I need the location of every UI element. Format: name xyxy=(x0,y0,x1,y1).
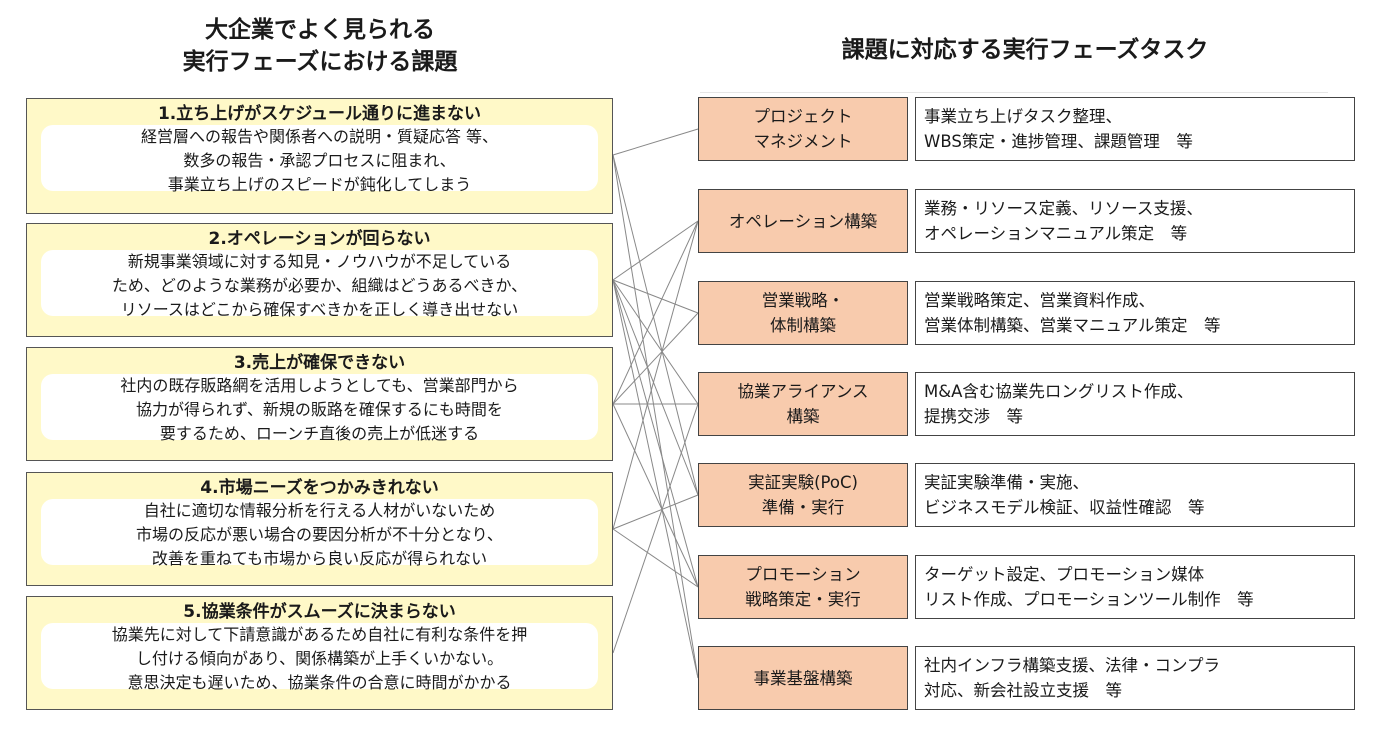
connector-line-3-6 xyxy=(612,403,699,588)
task-description-2: 業務・リソース定義、リソース支援、 オペレーションマニュアル策定 等 xyxy=(915,189,1355,253)
task-label: プロモーション xyxy=(745,565,861,584)
desc-line: 対応、新会社設立支援 等 xyxy=(924,681,1122,700)
task-label: オペレーション構築 xyxy=(728,211,878,231)
issue-box-1: 1.立ち上げがスケジュール通りに進まない 経営層への報告や関係者への説明・質疑応… xyxy=(26,98,613,214)
desc-line: 事業立ち上げタスク整理、 xyxy=(924,107,1122,126)
issue-line: 社内の既存販路網を活用しようとしても、営業部門から xyxy=(120,376,519,395)
issue-title: 3.売上が確保できない xyxy=(233,353,406,373)
task-label: 協業アライアンス xyxy=(737,382,869,401)
desc-line: WBS策定・進捗管理、課題管理 等 xyxy=(924,132,1193,151)
connector-line-4-5 xyxy=(612,494,699,530)
desc-line: 社内インフラ構築支援、法律・コンプラ xyxy=(924,656,1221,675)
desc-line: 提携交渉 等 xyxy=(924,407,1023,426)
task-label: マネジメント xyxy=(753,132,853,151)
issue-line: 事業立ち上げのスピードが鈍化してしまう xyxy=(167,175,472,194)
issue-title: 2.オペレーションが回らない xyxy=(208,229,431,249)
task-project-management: プロジェクト マネジメント xyxy=(698,97,908,161)
connector-line-2-6 xyxy=(612,279,699,588)
connector-line-1-7 xyxy=(612,154,699,679)
task-poc: 実証実験(PoC) 準備・実行 xyxy=(698,463,908,527)
task-description-6: ターゲット設定、プロモーション媒体 リスト作成、プロモーションツール制作 等 xyxy=(915,555,1355,619)
task-label: プロジェクト xyxy=(753,107,853,126)
issue-box-5: 5.協業条件がスムーズに決まらない 協業先に対して下請意識があるため自社に有利な… xyxy=(26,596,613,710)
connector-line-3-3 xyxy=(612,312,699,405)
issue-line: 協力が得られず、新規の販路を確保するにも時間を xyxy=(136,400,503,419)
issue-title: 4.市場ニーズをつかみきれない xyxy=(200,478,439,498)
desc-line: 営業戦略策定、営業資料作成、 xyxy=(924,291,1155,310)
issue-box-3: 3.売上が確保できない 社内の既存販路網を活用しようとしても、営業部門から 協力… xyxy=(26,347,613,461)
task-label: 実証実験(PoC) xyxy=(748,473,858,492)
task-description-5: 実証実験準備・実施、 ビジネスモデル検証、収益性確認 等 xyxy=(915,463,1355,527)
connector-line-1-5 xyxy=(612,154,699,496)
task-label: 体制構築 xyxy=(770,316,836,335)
issue-description: 新規事業領域に対する知見・ノウハウが不足している ため、どのような業務が必要か、… xyxy=(41,250,598,319)
left-heading-line-1: 大企業でよく見られる xyxy=(205,17,435,43)
issue-line: 自社に適切な情報分析を行える人材がいないため xyxy=(143,501,496,520)
desc-line: 業務・リソース定義、リソース支援、 xyxy=(924,199,1203,218)
issue-line: 新規事業領域に対する知見・ノウハウが不足している xyxy=(127,252,512,271)
issue-title: 1.立ち上げがスケジュール通りに進まない xyxy=(157,104,482,124)
heading-divider xyxy=(700,92,1328,93)
connector-line-2-5 xyxy=(612,279,699,496)
task-description-7: 社内インフラ構築支援、法律・コンプラ 対応、新会社設立支援 等 xyxy=(915,646,1355,710)
desc-line: リスト作成、プロモーションツール制作 等 xyxy=(924,590,1254,609)
desc-line: M&A含む協業先ロングリスト作成、 xyxy=(924,382,1194,401)
task-label: 構築 xyxy=(786,407,820,426)
issue-description: 協業先に対して下請意識があるため自社に有利な条件を押 し付ける傾向があり、関係構… xyxy=(41,623,598,692)
desc-line: ビジネスモデル検証、収益性確認 等 xyxy=(924,498,1205,517)
task-description-3: 営業戦略策定、営業資料作成、 営業体制構築、営業マニュアル策定 等 xyxy=(915,281,1355,345)
connector-line-2-4 xyxy=(612,279,699,405)
desc-line: ターゲット設定、プロモーション媒体 xyxy=(924,565,1205,584)
task-label: 営業戦略・ xyxy=(761,291,845,310)
task-alliance-building: 協業アライアンス 構築 xyxy=(698,372,908,436)
task-label: 事業基盤構築 xyxy=(753,668,853,688)
connector-line-4-2 xyxy=(612,220,699,530)
connector-line-2-2 xyxy=(612,220,699,281)
issue-line: 数多の報告・承認プロセスに阻まれ、 xyxy=(183,151,456,170)
issue-line: リソースはどこから確保すべきかを正しく導き出せない xyxy=(120,300,519,319)
desc-line: オペレーションマニュアル策定 等 xyxy=(924,224,1188,243)
task-label: 戦略策定・実行 xyxy=(745,590,861,609)
task-description-1: 事業立ち上げタスク整理、 WBS策定・進捗管理、課題管理 等 xyxy=(915,97,1355,161)
right-heading: 課題に対応する実行フェーズタスク xyxy=(841,37,1209,63)
issue-line: 市場の反応が悪い場合の要因分析が不十分となり、 xyxy=(136,525,503,544)
connector-line-4-6 xyxy=(612,528,699,588)
issue-line: ため、どのような業務が必要か、組織はどうあるべきか、 xyxy=(111,276,528,295)
connector-line-1-1 xyxy=(612,128,699,156)
issue-line: 協業先に対して下請意識があるため自社に有利な条件を押 xyxy=(111,625,528,644)
left-heading-line-2: 実行フェーズにおける課題 xyxy=(182,49,458,75)
desc-line: 実証実験準備・実施、 xyxy=(924,473,1089,492)
task-business-infrastructure: 事業基盤構築 xyxy=(698,646,908,710)
issue-description: 経営層への報告や関係者への説明・質疑応答 等、 数多の報告・承認プロセスに阻まれ… xyxy=(41,125,598,194)
issue-line: 要するため、ローンチ直後の売上が低迷する xyxy=(159,424,480,443)
issue-box-2: 2.オペレーションが回らない 新規事業領域に対する知見・ノウハウが不足している … xyxy=(26,223,613,337)
task-promotion: プロモーション 戦略策定・実行 xyxy=(698,555,908,619)
connector-line-3-2 xyxy=(612,220,699,405)
task-operation-building: オペレーション構築 xyxy=(698,189,908,253)
issue-line: 改善を重ねても市場から良い反応が得られない xyxy=(151,549,488,568)
task-sales-strategy: 営業戦略・ 体制構築 xyxy=(698,281,908,345)
issue-box-4: 4.市場ニーズをつかみきれない 自社に適切な情報分析を行える人材がいないため 市… xyxy=(26,472,613,586)
connector-line-2-3 xyxy=(612,279,699,314)
issue-line: 意思決定も遅いため、協業条件の合意に時間がかかる xyxy=(127,673,512,692)
task-description-4: M&A含む協業先ロングリスト作成、 提携交渉 等 xyxy=(915,372,1355,436)
issue-description: 自社に適切な情報分析を行える人材がいないため 市場の反応が悪い場合の要因分析が不… xyxy=(41,499,598,568)
issue-description: 社内の既存販路網を活用しようとしても、営業部門から 協力が得られず、新規の販路を… xyxy=(41,374,598,443)
connector-line-5-4 xyxy=(612,403,699,654)
issue-line: し付ける傾向があり、関係構築が上手くいかない。 xyxy=(135,649,504,668)
connector-line-2-7 xyxy=(612,279,699,679)
left-heading: 大企業でよく見られる 実行フェーズにおける課題 xyxy=(100,14,540,78)
issue-title: 5.協業条件がスムーズに決まらない xyxy=(183,602,456,622)
desc-line: 営業体制構築、営業マニュアル策定 等 xyxy=(924,316,1221,335)
task-label: 準備・実行 xyxy=(761,498,845,517)
issue-line: 経営層への報告や関係者への説明・質疑応答 等、 xyxy=(140,127,499,146)
